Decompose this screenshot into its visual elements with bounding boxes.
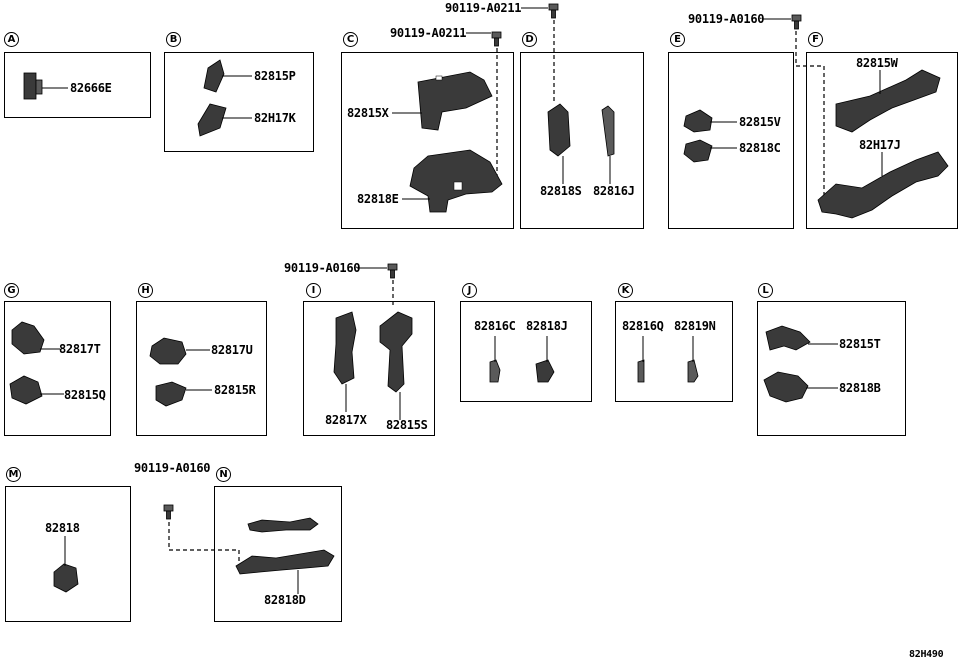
section-j-frame (460, 301, 592, 402)
section-marker: N (216, 467, 231, 482)
section-a-frame (4, 52, 151, 118)
bolt-icon-i (387, 263, 398, 279)
part-label-82816c: 82816C (474, 319, 516, 333)
section-h-frame (136, 301, 267, 436)
part-label-82818j: 82818J (526, 319, 568, 333)
part-label-82815p: 82815P (254, 69, 296, 83)
section-marker: A (4, 32, 19, 47)
part-label-82819n: 82819N (674, 319, 716, 333)
diagram-code: 82H490 (909, 649, 944, 660)
section-marker: I (306, 283, 321, 298)
bolt-label: 90119-A0160 (134, 461, 211, 475)
section-k-frame (615, 301, 733, 402)
section-e-frame (668, 52, 794, 229)
part-label-82818e: 82818E (357, 192, 399, 206)
part-label-82818c: 82818C (739, 141, 781, 155)
section-marker: F (808, 32, 823, 47)
section-marker: K (618, 283, 633, 298)
bolt-label: 90119-A0160 (284, 261, 361, 275)
section-marker: B (166, 32, 181, 47)
bolt-label: 90119-A0211 (445, 1, 522, 15)
part-label-82816q: 82816Q (622, 319, 664, 333)
part-label-82818: 82818 (45, 521, 80, 535)
section-marker: G (4, 283, 19, 298)
part-label-82817x: 82817X (325, 413, 367, 427)
part-label-82818s: 82818S (540, 184, 582, 198)
bolt-icon-n (163, 504, 174, 520)
part-label-82h17k: 82H17K (254, 111, 296, 125)
section-marker: J (462, 283, 477, 298)
section-b-frame (164, 52, 314, 152)
part-label-82815s: 82815S (386, 418, 428, 432)
section-marker: C (343, 32, 358, 47)
section-marker: L (758, 283, 773, 298)
part-label-82815t: 82815T (839, 337, 881, 351)
bolt-icon-d (548, 3, 559, 19)
section-c-frame (341, 52, 514, 229)
section-marker: H (138, 283, 153, 298)
part-label-82817u: 82817U (211, 343, 253, 357)
section-marker: D (522, 32, 537, 47)
part-label-82818b: 82818B (839, 381, 881, 395)
section-m-frame (5, 486, 131, 622)
bolt-icon-f (791, 14, 802, 30)
part-label-82816j: 82816J (593, 184, 635, 198)
part-label-82815r: 82815R (214, 383, 256, 397)
section-g-frame (4, 301, 111, 436)
section-marker: E (670, 32, 685, 47)
section-i-frame (303, 301, 435, 436)
section-d-frame (520, 52, 644, 229)
section-marker: M (6, 467, 21, 482)
section-l-frame (757, 301, 906, 436)
part-label-82815w: 82815W (856, 56, 898, 70)
part-label-82815q: 82815Q (64, 388, 106, 402)
part-label-82818d: 82818D (264, 593, 306, 607)
bolt-icon-c (491, 31, 502, 47)
part-label-82666e: 82666E (70, 81, 112, 95)
bolt-label: 90119-A0211 (390, 26, 467, 40)
part-label-82817t: 82817T (59, 342, 101, 356)
bolt-label: 90119-A0160 (688, 12, 765, 26)
part-label-82815v: 82815V (739, 115, 781, 129)
part-label-82h17j: 82H17J (859, 138, 901, 152)
part-label-82815x: 82815X (347, 106, 389, 120)
